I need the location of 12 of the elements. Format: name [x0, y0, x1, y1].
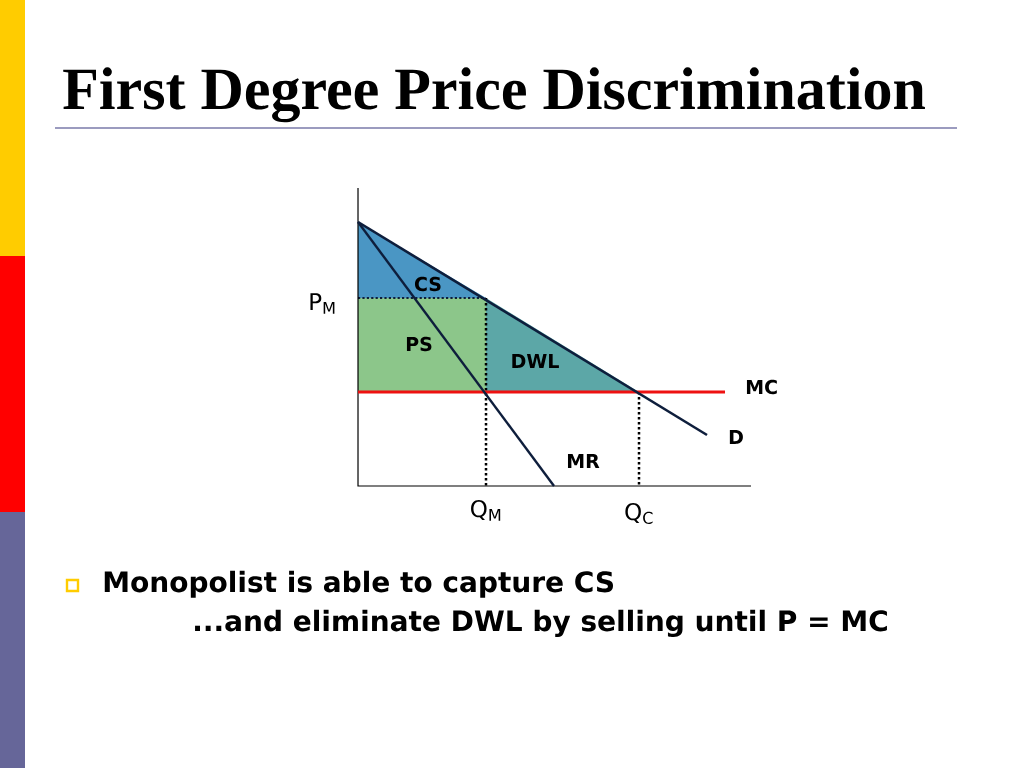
title: First Degree Price Discrimination: [63, 67, 925, 123]
area-label: DWL: [512, 354, 559, 368]
bullet-text: Monopolist is able to capture CS: [104, 570, 613, 598]
bullet-text: ...and eliminate DWL by selling until P = MC: [195, 609, 887, 638]
axis-label: Q$_{M}$: [471, 499, 501, 521]
curve-label: D: [729, 430, 743, 444]
area-label: PS: [406, 336, 432, 352]
axis-label: Q$_{C}$: [625, 502, 653, 524]
curve-label: MR: [568, 454, 600, 468]
axis-label: P$_{M}$: [310, 293, 335, 314]
area-label: CS: [414, 276, 441, 292]
curve-label: MC: [746, 379, 777, 395]
